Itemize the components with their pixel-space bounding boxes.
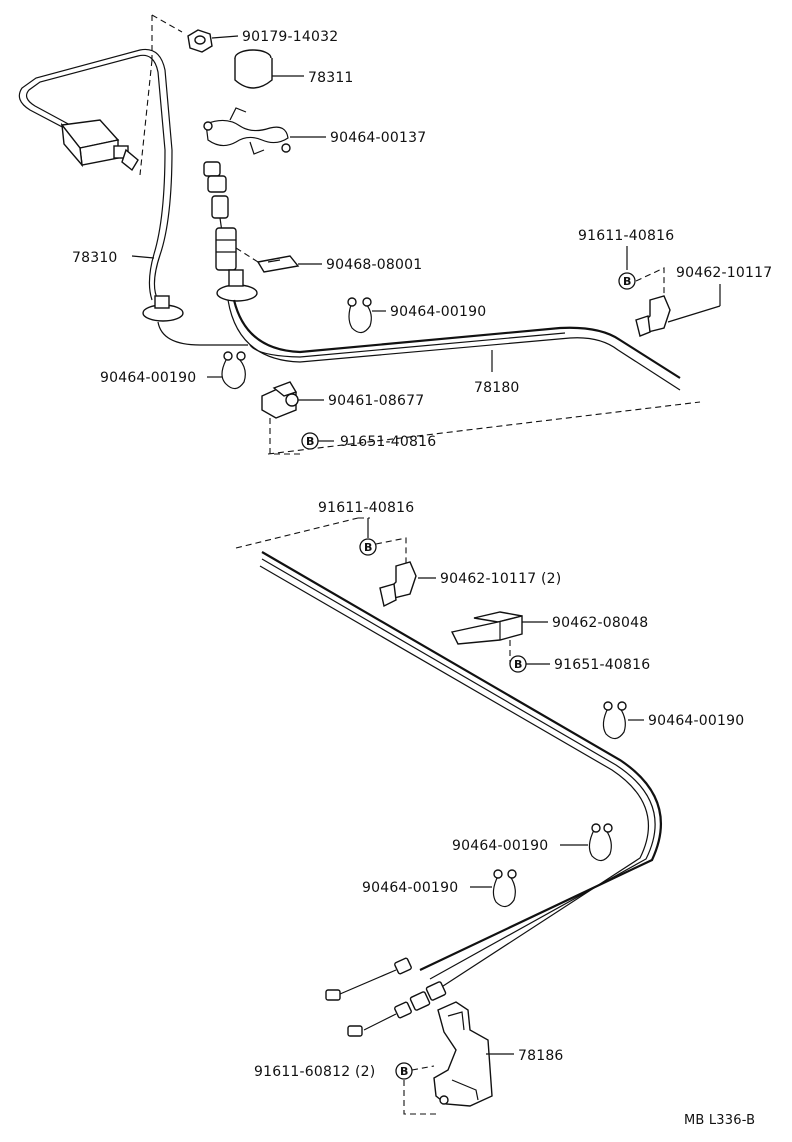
bracket-90462-08048 xyxy=(450,611,523,645)
cap-78311 xyxy=(234,49,273,89)
opener-switch xyxy=(60,119,139,172)
clamp-90464-00190-b xyxy=(221,351,246,390)
label-90468-08001: 90468-08001 xyxy=(326,257,422,273)
bolt-symbol-mid2-text: B xyxy=(514,658,522,671)
label-91651-40816-mid: 91651-40816 xyxy=(554,657,650,673)
bolt-symbol-bottom-text: B xyxy=(400,1065,408,1078)
label-90462-08048: 90462-08048 xyxy=(552,615,648,631)
bracket-90462-10117-mid xyxy=(379,561,417,608)
cable-78180-lower-a xyxy=(261,551,662,971)
label-90461-08677: 90461-08677 xyxy=(328,393,424,409)
bracket-90462-10117-top xyxy=(635,295,671,337)
label-90464-00190-b: 90464-00190 xyxy=(100,370,196,386)
cable-78180-upper-c xyxy=(249,332,566,358)
clamp-90464-00137 xyxy=(203,107,291,155)
label-90464-00190-a: 90464-00190 xyxy=(390,304,486,320)
label-90464-00137: 90464-00137 xyxy=(330,130,426,146)
release-cable-wire xyxy=(18,48,173,301)
cable-78180-lower-c xyxy=(261,558,656,980)
label-78311: 78311 xyxy=(308,70,354,86)
label-91611-40816-top: 91611-40816 xyxy=(578,228,674,244)
nut-90179 xyxy=(187,29,213,53)
diagram-code: MB L336-B xyxy=(684,1113,755,1128)
label-90464-00190-d: 90464-00190 xyxy=(452,838,548,854)
clamp-90464-00190-a xyxy=(347,297,372,334)
label-90462-10117-mid: 90462-10117 (2) xyxy=(440,571,561,587)
label-91611-60812: 91611-60812 (2) xyxy=(254,1064,375,1080)
bracket-90461 xyxy=(261,381,299,419)
bolt-symbol-mid-text: B xyxy=(364,541,372,554)
cable-78180-upper-a xyxy=(232,299,681,379)
label-91651-40816-top: 91651-40816 xyxy=(340,434,436,450)
grommet-right xyxy=(216,284,258,302)
clamp-90464-00190-c xyxy=(602,701,627,740)
label-78186: 78186 xyxy=(518,1048,564,1064)
label-90464-00190-e: 90464-00190 xyxy=(362,880,458,896)
dashed-guide-mid xyxy=(235,517,370,549)
bolt-symbol-top-text: B xyxy=(306,435,314,448)
grommet-left-neck xyxy=(154,295,170,309)
cable-end-lower-2 xyxy=(347,981,447,1037)
bolt-symbol-top-right-text: B xyxy=(623,275,631,288)
cable-78180-upper-b xyxy=(227,299,681,391)
label-90462-10117-top: 90462-10117 xyxy=(676,265,772,281)
label-90464-00190-c: 90464-00190 xyxy=(648,713,744,729)
clip-90468 xyxy=(256,255,300,273)
bolt-symbol-top-right xyxy=(618,272,636,290)
bolt-symbol-bottom xyxy=(395,1062,413,1080)
cable-end-fitting xyxy=(203,161,237,271)
clamp-90464-00190-d xyxy=(588,823,613,862)
label-90179-14032: 90179-14032 xyxy=(242,29,338,45)
bolt-symbol-mid xyxy=(359,538,377,556)
release-cable-wire-inner xyxy=(25,54,166,301)
dashed-guide-top xyxy=(139,14,183,176)
label-78310: 78310 xyxy=(72,250,118,266)
bracket-78186 xyxy=(433,1001,493,1107)
clamp-90464-00190-e xyxy=(492,869,517,908)
label-78180: 78180 xyxy=(474,380,520,396)
cable-78180-lower-b xyxy=(259,565,649,989)
cable-78310-lower xyxy=(157,321,248,346)
label-91611-40816-mid: 91611-40816 xyxy=(318,500,414,516)
cable-end-lower-1 xyxy=(325,957,412,1001)
